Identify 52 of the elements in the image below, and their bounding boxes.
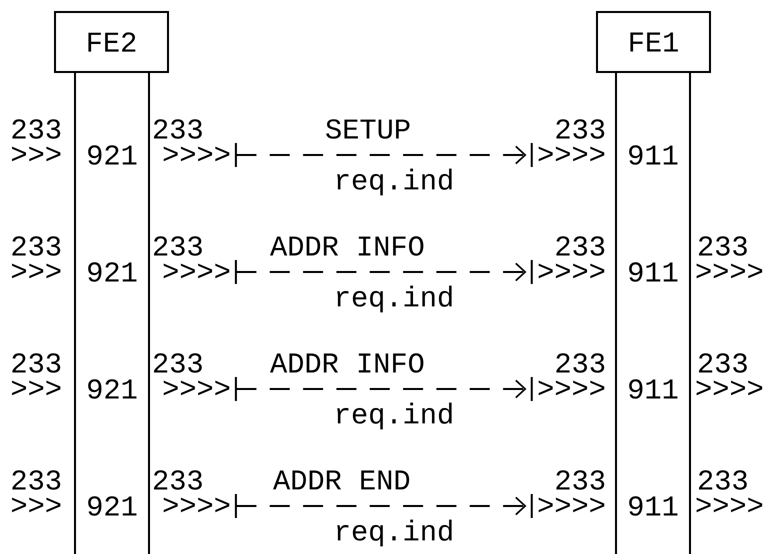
interface-note: >>>> [696,264,762,278]
interface-note: 233 [556,119,604,139]
entity-number: 921 [88,262,136,282]
interface-note: 233 [556,470,604,490]
interface-note: 233 [699,470,747,490]
interface-note: >>>> [164,146,230,162]
interface-note: 233 [556,236,604,256]
entity-number: 911 [629,379,678,399]
entity-number: 911 [629,496,678,516]
interface-note: 233 [12,470,60,490]
entity-number: 911 [629,262,678,282]
message-label: SETUP [326,119,410,139]
interface-note: >>>> [164,498,230,512]
arrow [234,143,526,167]
arrow [234,377,526,401]
interface-note: 233 [154,119,202,139]
primitive-label: req.ind [337,402,452,430]
interface-note: 233 [556,353,604,373]
entity-box: FE1 [596,11,711,73]
primitive-label: req.ind [337,520,452,546]
interface-note: >>> [12,380,60,396]
interface-note: >>>> [538,146,604,162]
interface-note: >>>> [538,498,604,512]
message-label: ADDR END [273,470,410,490]
interface-note: 233 [154,353,202,373]
message-label: ADDR INFO [270,353,424,373]
interface-note: 233 [12,119,60,139]
interface-note: 233 [154,470,202,490]
interface-note: 233 [12,236,60,256]
arrow [234,494,526,518]
interface-note: >>>> [696,380,762,396]
primitive-label: req.ind [337,168,452,196]
entity-number: 911 [629,145,678,165]
interface-note: 233 [12,353,60,373]
interface-note: >>>> [164,264,230,278]
interface-note: >>>> [696,498,762,512]
interface-note: 233 [699,236,747,256]
interface-note: >>>> [164,380,230,396]
interface-note: >>>> [538,380,604,396]
interface-note: >>>> [538,264,604,278]
interface-note: 233 [699,353,747,373]
interface-note: >>> [12,146,60,162]
entity-box: FE2 [54,11,169,73]
entity-number: 921 [88,496,136,516]
entity-number: 921 [88,379,136,399]
interface-note: 233 [154,236,202,256]
arrow [234,260,526,284]
primitive-label: req.ind [337,286,452,312]
message-label: ADDR INFO [270,236,424,256]
interface-note: >>> [12,264,60,278]
entity-number: 921 [88,145,136,165]
interface-note: >>> [12,498,60,512]
